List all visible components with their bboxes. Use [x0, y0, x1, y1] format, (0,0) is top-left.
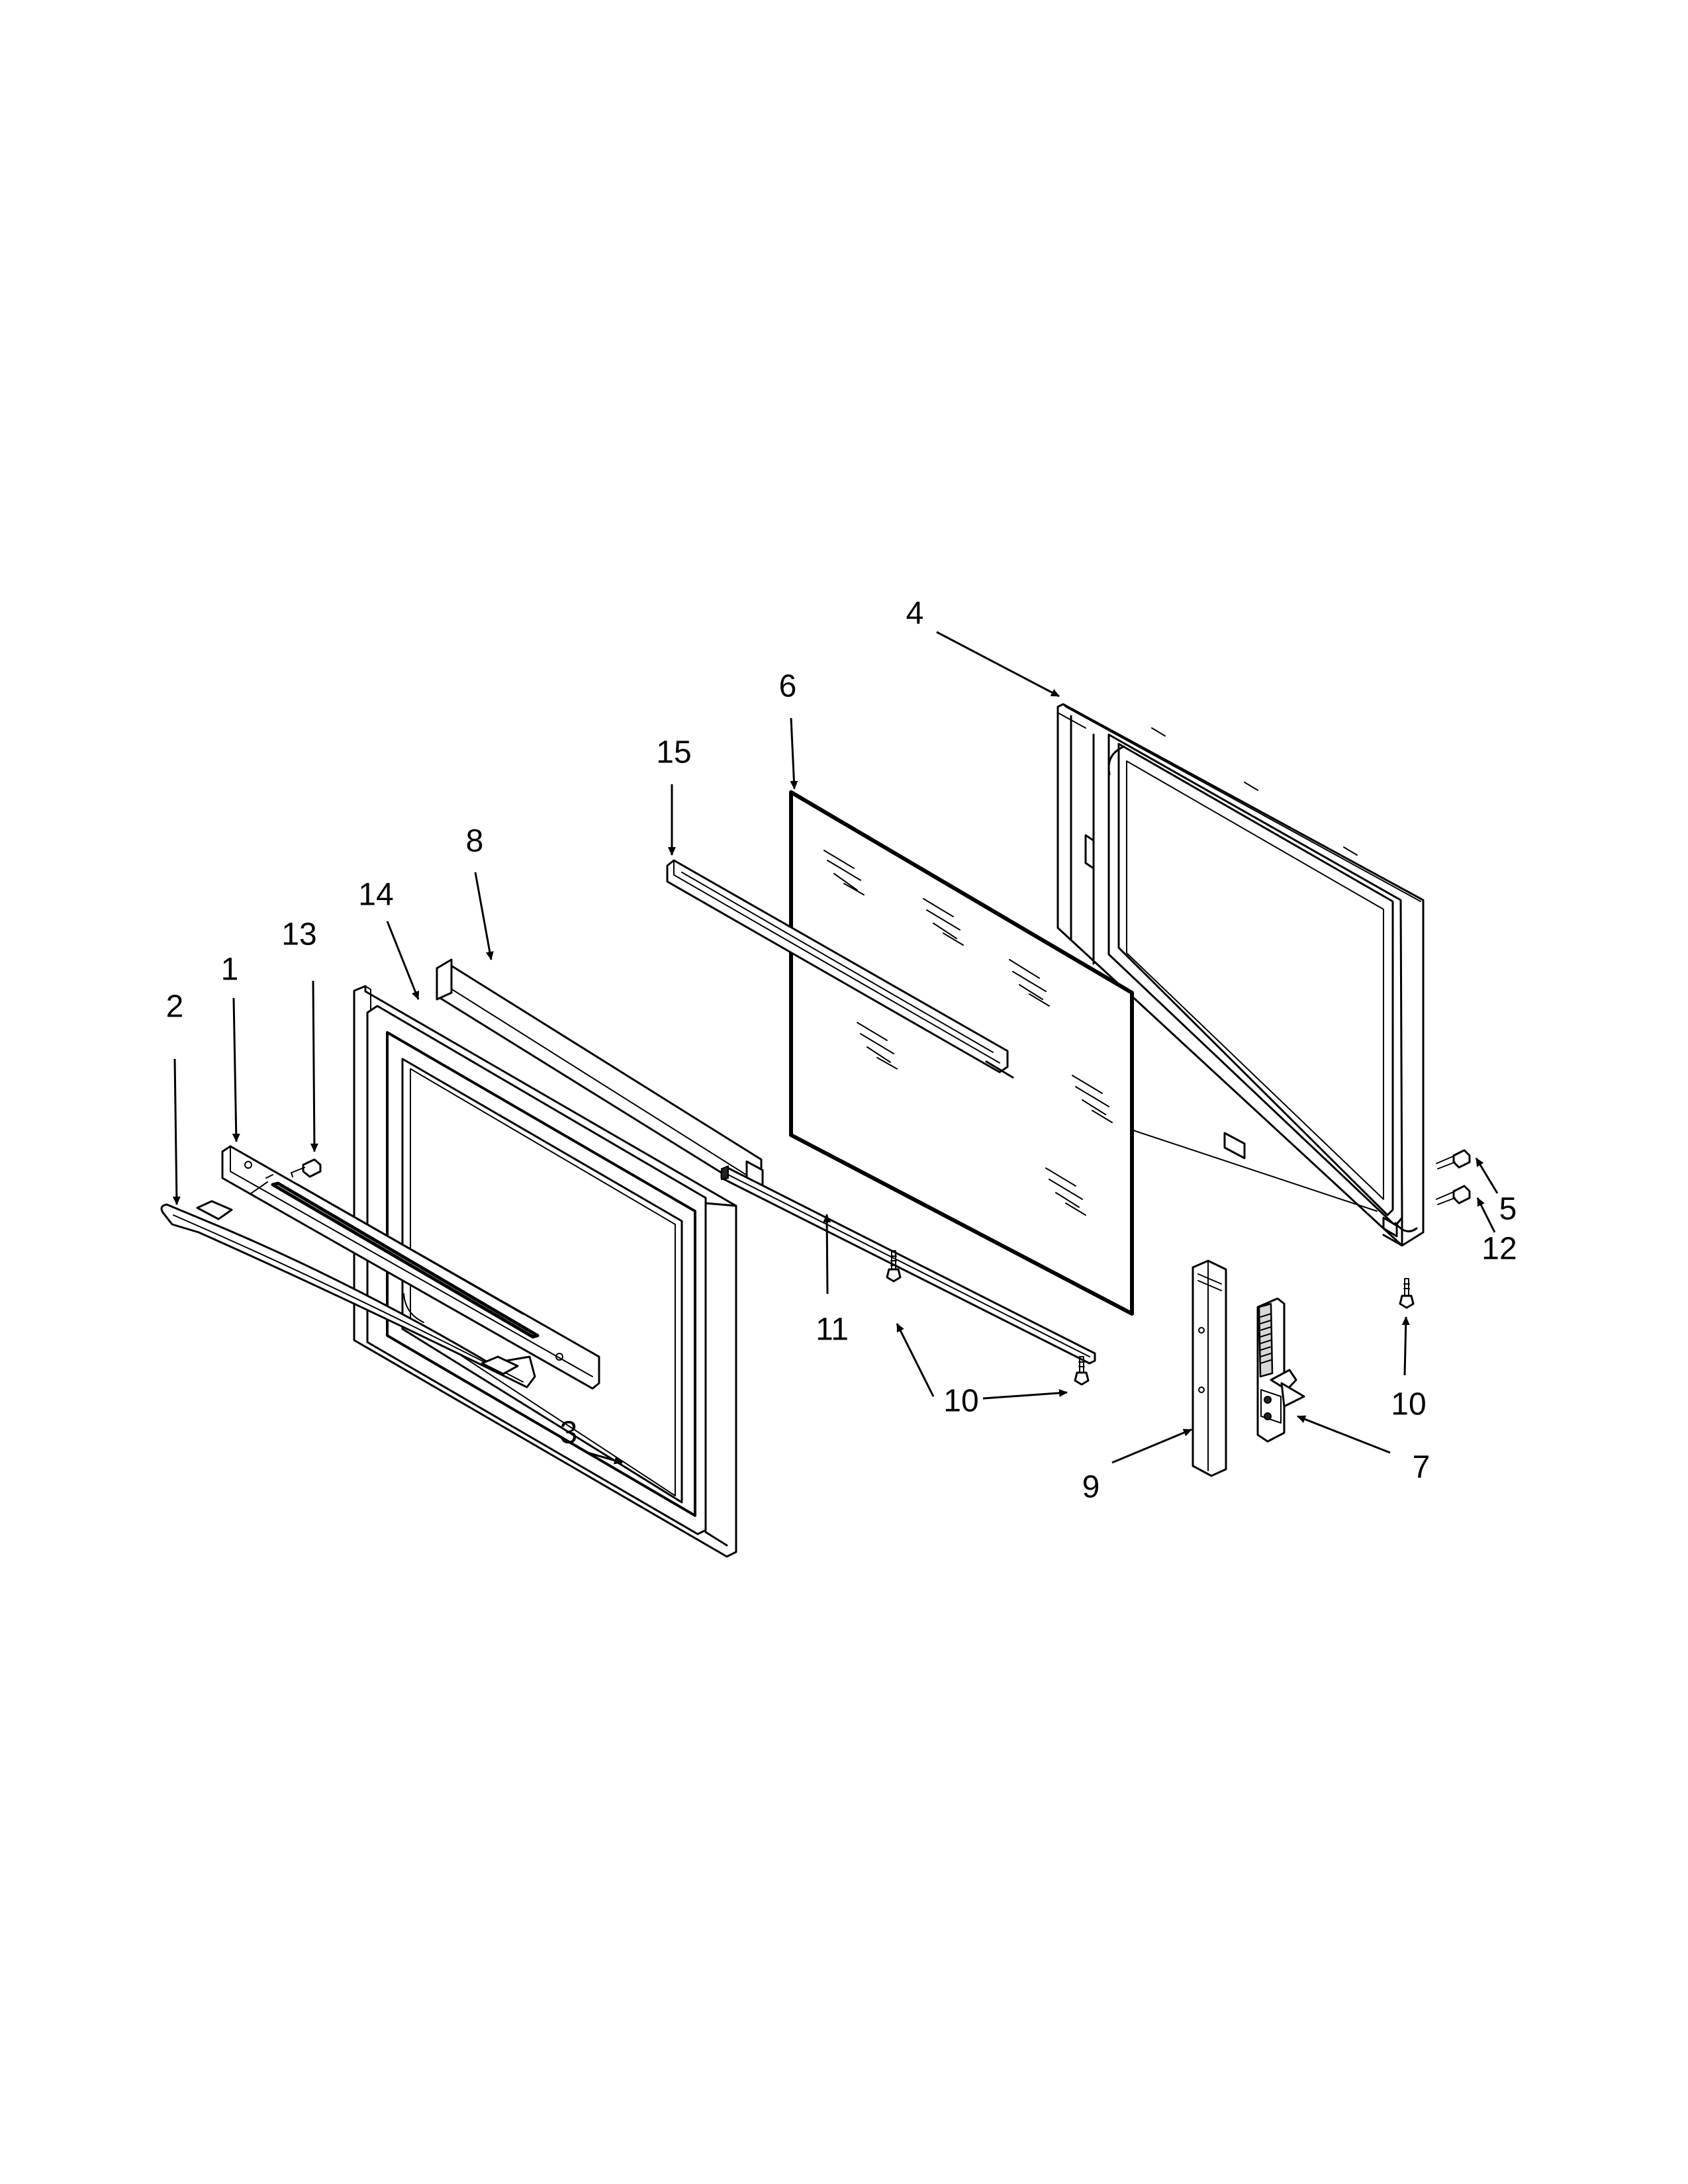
callout-10-lower: 10	[943, 1384, 978, 1419]
callout-4: 4	[906, 596, 924, 631]
glass-retainer-part	[666, 859, 1014, 1079]
door-hinge-part	[1256, 1297, 1305, 1443]
door-glass-part	[789, 790, 1134, 1316]
glass-frame-part	[366, 1005, 707, 1535]
callout-6: 6	[779, 669, 797, 704]
screw-10-lower	[1074, 1356, 1090, 1386]
callout-labels: 1 2 3 4 5 6 7 8 9 10 10 11 12 13 14 15	[166, 596, 1517, 1505]
callout-8: 8	[466, 824, 484, 859]
screw-10-center	[886, 1250, 902, 1283]
callout-12: 12	[1481, 1232, 1517, 1267]
callout-11: 11	[816, 1312, 849, 1347]
leader-lines	[172, 631, 1499, 1465]
hinge-receptacle-part	[1192, 1259, 1227, 1477]
screw-12	[1436, 1185, 1471, 1205]
callout-2: 2	[166, 989, 184, 1024]
callout-7: 7	[1413, 1450, 1430, 1485]
bottom-channel-part	[720, 1165, 1096, 1365]
callout-1: 1	[221, 952, 239, 987]
inner-door-liner-part	[1056, 703, 1425, 1247]
screw-13	[291, 1158, 322, 1178]
callout-5: 5	[1499, 1192, 1517, 1227]
callout-10-right: 10	[1391, 1387, 1426, 1422]
handle-trim-part	[221, 1145, 600, 1390]
screw-10-right	[1399, 1278, 1415, 1309]
callout-14: 14	[358, 878, 393, 913]
callout-15: 15	[656, 735, 691, 770]
callout-3: 3	[560, 1416, 578, 1451]
screw-5	[1436, 1149, 1471, 1169]
callout-13: 13	[281, 917, 316, 952]
callout-9: 9	[1082, 1470, 1100, 1505]
door-handle-part	[160, 1174, 536, 1388]
